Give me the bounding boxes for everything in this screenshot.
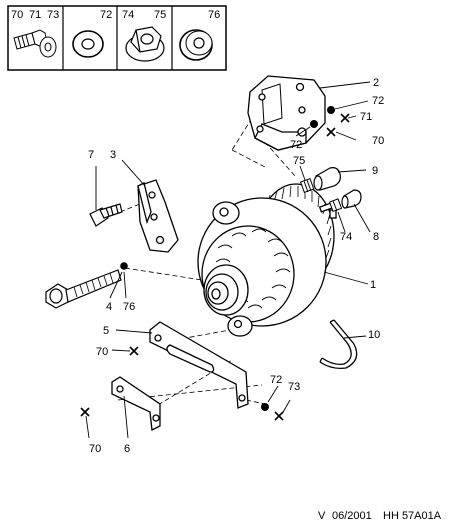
footer-version: V [318,510,326,522]
cross-73 [274,411,284,421]
washer-72-upper-dot [327,106,335,114]
legend-label-72: 72 [100,9,112,21]
legend-label-73: 73 [47,9,59,21]
callout-76: 76 [123,301,135,313]
legend-label-74: 74 [122,9,134,21]
legend-label-70: 70 [11,9,23,21]
callout-8: 8 [373,231,379,243]
legend-label-71: 71 [29,9,41,21]
cross-markers [80,113,350,421]
nut-icon [125,26,165,62]
legend-box: 70 71 73 72 74 75 [7,5,227,71]
part-6-lower-bracket [111,376,161,431]
bolt-washer-icon [13,29,57,58]
washer-76-dot [120,262,128,270]
legend-label-75: 75 [154,9,166,21]
callout-70-mid: 70 [96,346,108,358]
callout-72-mid: 72 [290,139,302,151]
part-8-terminal-cap [341,189,362,209]
callout-74: 74 [340,231,352,243]
footer-date: 06/2001 [332,510,372,522]
callout-70-upper: 70 [372,135,384,147]
callout-10: 10 [368,329,380,341]
cross-71 [340,113,350,123]
callout-6: 6 [124,443,130,455]
callout-70-lower: 70 [89,443,101,455]
callout-71: 71 [360,111,372,123]
callout-3: 3 [110,149,116,161]
legend-label-76: 76 [208,9,220,21]
part-2-mounting-bracket [247,75,326,151]
callout-1: 1 [370,279,376,291]
callout-2: 2 [373,77,379,89]
cross-70-mid [129,346,139,356]
part-9-terminal-cap [313,167,341,191]
footer-reference: HH 57A01A [383,510,442,522]
part-10-drive-belt [319,319,358,370]
part-3-side-bracket [137,179,179,253]
flat-washer-icon [72,30,104,58]
washer-72-lower-dot [261,403,269,411]
part-75-nut [299,177,315,193]
spacer-washer-icon [179,29,213,61]
leader-lines [85,81,371,439]
callout-7: 7 [88,149,94,161]
washer-72-mid-dot [310,120,318,128]
washer-markers [120,106,335,411]
cross-70-lower [80,407,90,417]
part-5-support-plate [149,321,249,409]
callout-5: 5 [103,325,109,337]
part-1-alternator [197,183,337,337]
part-4-long-bolt [45,269,122,309]
callout-75: 75 [293,155,305,167]
callout-4: 4 [106,301,112,313]
callout-72-upper: 72 [372,95,384,107]
callout-73: 73 [288,381,300,393]
callout-72-lower: 72 [270,374,282,386]
diagram-footer: V 06/2001 HH 57A01A [0,510,450,526]
cross-70-upper [326,127,336,137]
callout-9: 9 [372,165,378,177]
part-74-nut [328,198,343,213]
callout-labels: 2 72 71 70 72 75 9 74 8 1 10 7 3 4 76 5 … [88,77,384,455]
part-7-bolt [89,203,123,227]
